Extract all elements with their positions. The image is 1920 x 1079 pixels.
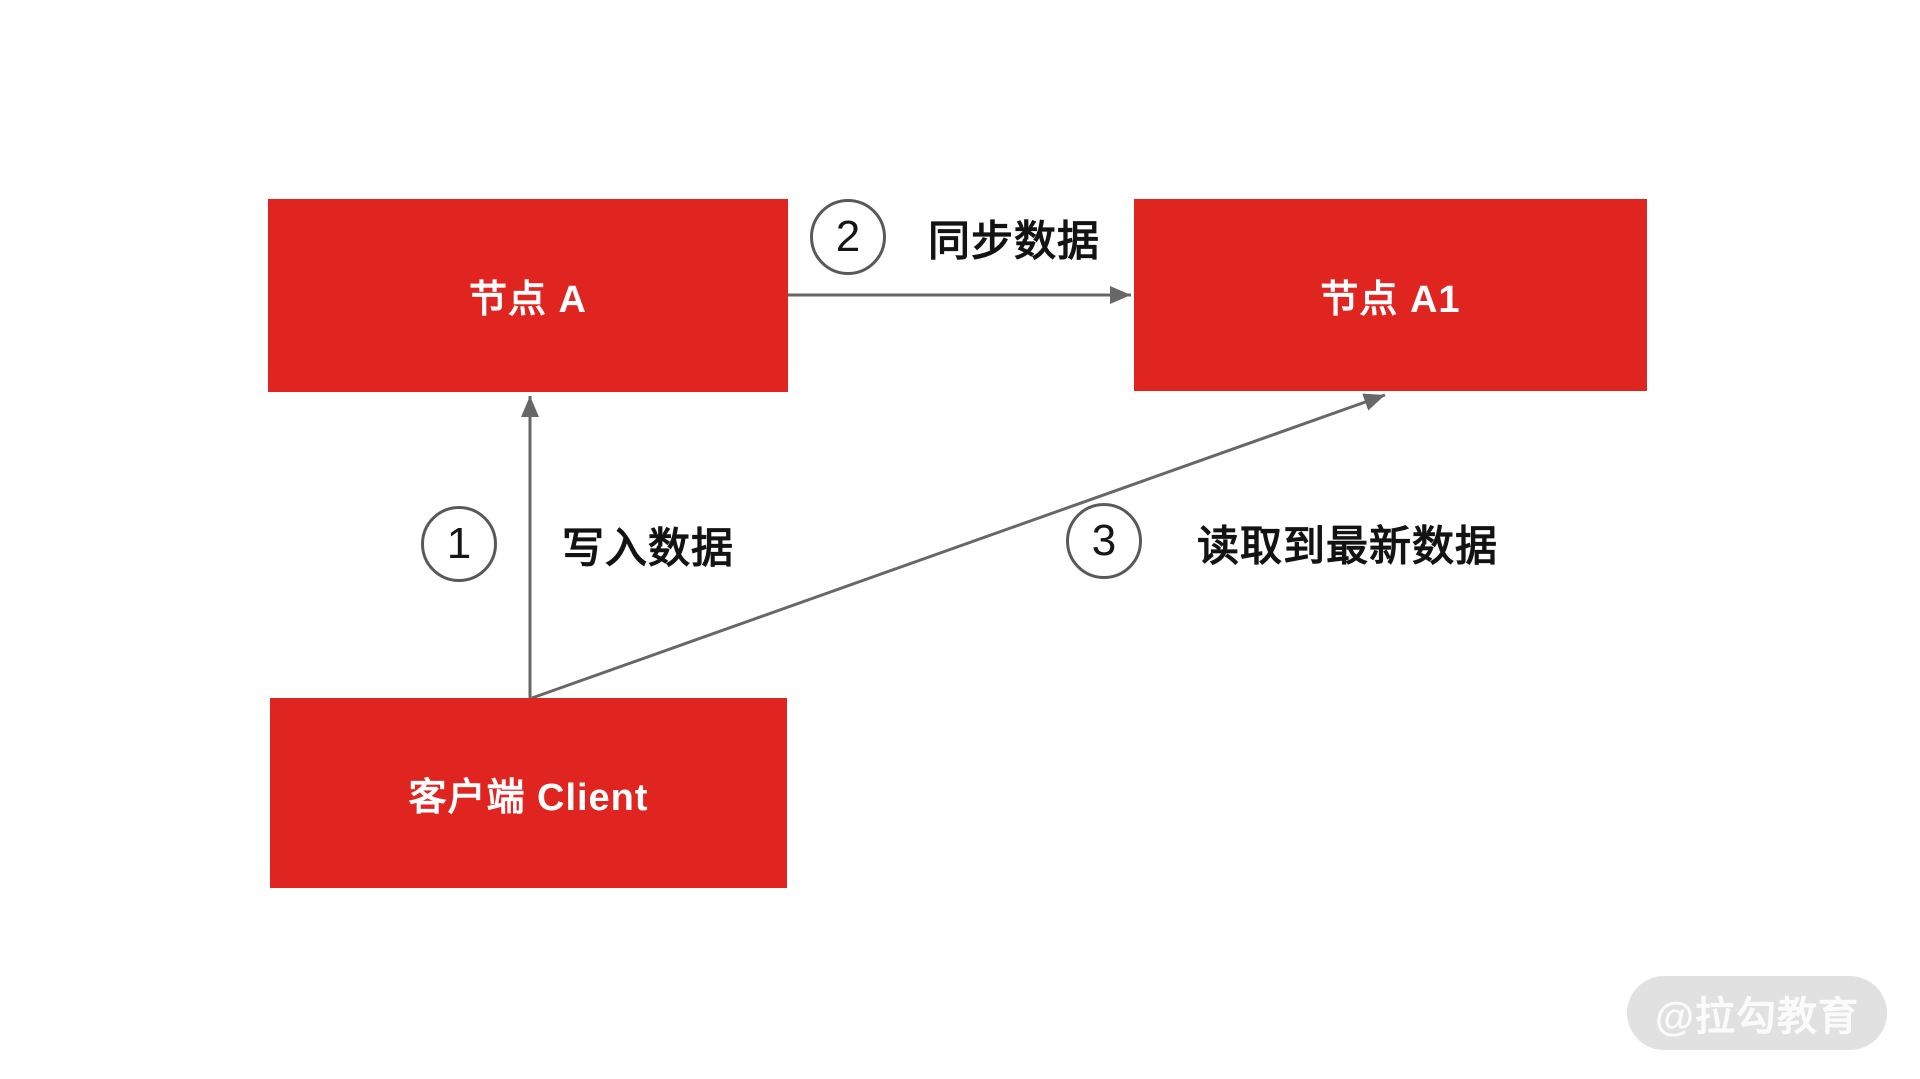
- node-a-box: 节点 A: [268, 199, 788, 392]
- edge-label-read-data: 读取到最新数据: [1197, 522, 1499, 570]
- arrow-read-data: [531, 393, 1386, 700]
- watermark-text: @拉勾教育: [1654, 995, 1859, 1039]
- edge-label-sync-data: 同步数据: [928, 217, 1101, 265]
- client-label: 客户端 Client: [408, 776, 649, 819]
- node-a1-label: 节点 A1: [1320, 278, 1461, 321]
- step-3-number: 3: [1091, 516, 1117, 565]
- step-3-badge: 3: [1066, 503, 1142, 579]
- step-2-badge: 2: [810, 199, 886, 275]
- step-1-badge: 1: [421, 506, 497, 582]
- edge-label-write-data: 写入数据: [562, 524, 735, 572]
- step-2-number: 2: [835, 212, 861, 261]
- watermark-badge: @拉勾教育: [1627, 976, 1887, 1050]
- client-box: 客户端 Client: [270, 698, 787, 888]
- step-1-number: 1: [446, 519, 472, 568]
- node-a1-box: 节点 A1: [1134, 199, 1647, 391]
- node-a-label: 节点 A: [468, 279, 587, 321]
